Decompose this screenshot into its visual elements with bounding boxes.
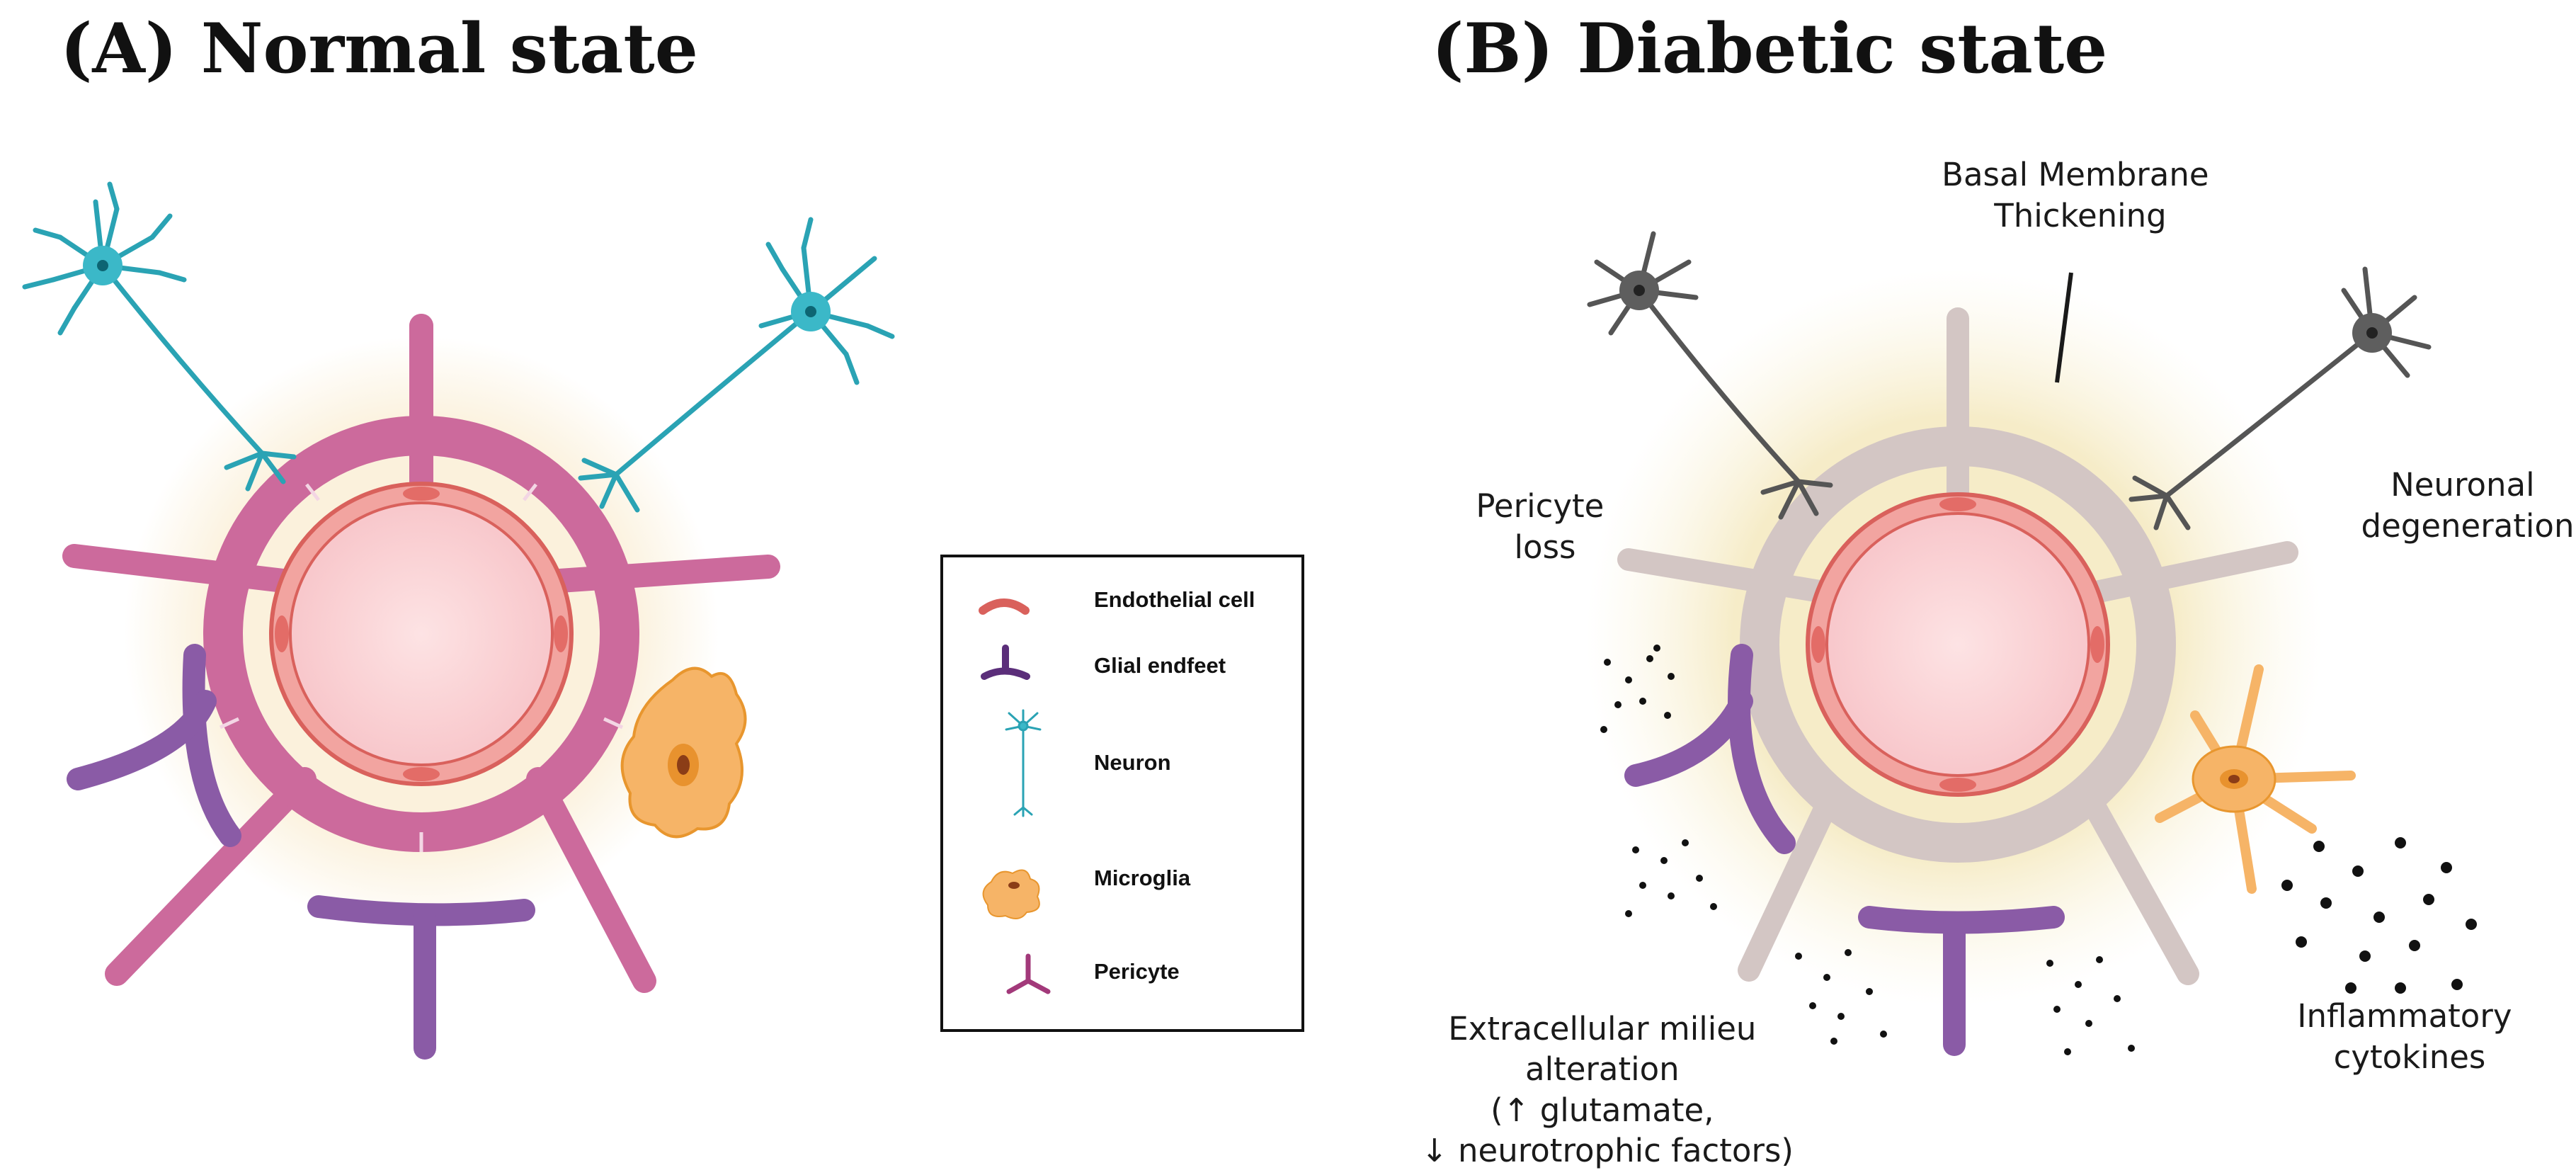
- panel-a-normal-vessel: [22, 181, 895, 1060]
- dots-left-lower: [1625, 839, 1717, 917]
- legend-box: [940, 555, 1304, 1032]
- legend-label-endothelial: Endothelial cell: [1094, 587, 1255, 612]
- microglia-cell: [620, 666, 747, 839]
- glial-endfeet-icon: [981, 645, 1030, 680]
- pericyte-processes: [62, 314, 780, 993]
- vessel-lumen-b: [1825, 512, 2090, 777]
- legend-label-glial: Glial endfeet: [1094, 653, 1226, 678]
- dots-bottom-right: [2046, 956, 2135, 1055]
- label-basal-membrane: Basal Membrane Thickening: [1942, 156, 2219, 234]
- degenerated-neuron-left: [1587, 231, 1833, 520]
- neuron-icon: [1005, 709, 1042, 817]
- vessel-lumen: [289, 501, 554, 766]
- pericyte-icon: [1006, 953, 1051, 994]
- glial-endfeet-b: [1624, 644, 2065, 1056]
- panel-b-diabetic-vessel: Basal Membrane Thickening Pericyte loss …: [1421, 156, 2574, 1169]
- extracellular-molecules: [1600, 645, 2477, 1055]
- label-neuronal-degeneration: Neuronal degeneration: [2361, 466, 2575, 545]
- panel-a-title: (A) Normal state: [60, 8, 698, 89]
- endothelial-cell-icon: [979, 598, 1030, 615]
- endothelial-nuclei-b: [1811, 497, 2104, 792]
- basal-membrane-pointer: [2055, 272, 2073, 383]
- legend: Endothelial cell Glial endfeet Neuron Mi…: [940, 555, 1304, 1032]
- label-extracellular-milieu: Extracellular milieu alteration (↑ gluta…: [1421, 1010, 1794, 1169]
- degenerated-neuron-right: [2128, 266, 2432, 530]
- legend-label-microglia: Microglia: [1094, 865, 1191, 890]
- panel-b-title: (B) Diabetic state: [1432, 8, 2107, 89]
- label-inflammatory-cytokines: Inflammatory cytokines: [2297, 997, 2522, 1076]
- microglia-icon: [982, 869, 1040, 919]
- dots-left-upper: [1600, 645, 1675, 733]
- dots-inflammatory-cytokines: [2281, 837, 2477, 994]
- legend-label-neuron: Neuron: [1094, 750, 1171, 775]
- label-pericyte-loss: Pericyte loss: [1476, 487, 1614, 566]
- glial-endfeet: [67, 644, 535, 1060]
- neuron-right: [578, 217, 895, 513]
- legend-label-pericyte: Pericyte: [1094, 959, 1180, 984]
- pericyte-segment-gaps: [219, 483, 624, 852]
- neuron-left: [22, 181, 297, 492]
- pericyte-ring-faded: [1740, 426, 2176, 863]
- activated-microglia: [2155, 664, 2356, 894]
- endothelial-nuclei: [275, 487, 568, 781]
- dots-bottom-left: [1795, 949, 1887, 1045]
